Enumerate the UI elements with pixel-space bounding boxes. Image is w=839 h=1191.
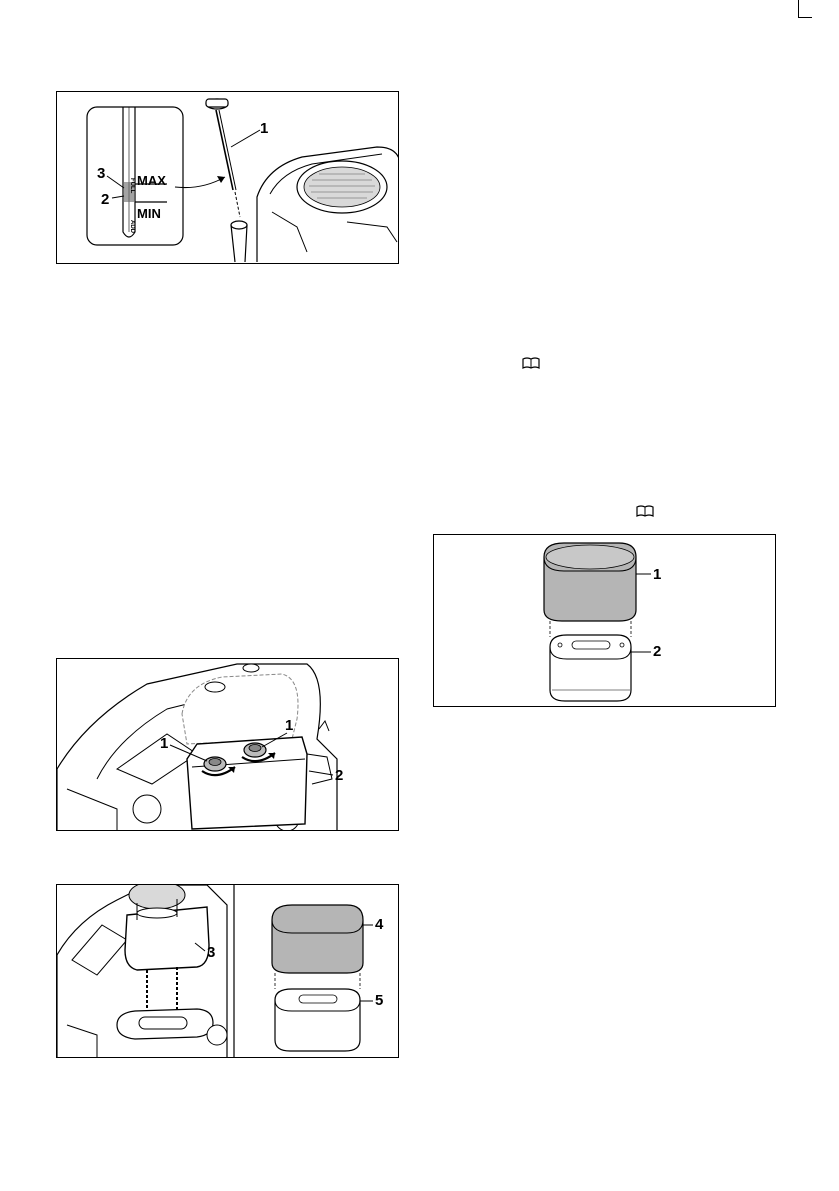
clip-callout-2: 2 [335,767,343,784]
add-label: ADD [129,220,135,234]
figure-air-filter-cover: 1 1 2 [56,658,399,831]
callout-2: 2 [101,191,109,208]
removal-callout-4: 4 [375,916,384,933]
figure-filter-removal: 3 4 5 [56,884,399,1058]
parts-callout-1: 1 [653,566,661,583]
max-label: MAX [137,173,166,188]
dipstick-cap [206,99,228,107]
air-filter-cover-illustration: 1 1 2 [57,659,399,831]
filter-removal-illustration: 3 4 5 [57,885,399,1058]
removal-callout-5: 5 [375,992,383,1009]
dipstick-illustration: MAX MIN FULL ADD 3 2 1 [57,92,399,264]
min-label: MIN [137,206,161,221]
book-icon [522,357,540,369]
book-icon [636,505,654,517]
knob-callout-1-right: 1 [285,717,293,734]
pre-filter-foam [272,905,363,973]
knob-callout-1-left: 1 [160,735,168,752]
figure-dipstick: MAX MIN FULL ADD 3 2 1 [56,91,399,264]
figure-filter-parts: 1 2 [433,534,776,707]
parts-callout-2: 2 [653,643,661,660]
removal-callout-3: 3 [207,944,215,961]
page-corner-mark [798,0,812,18]
full-label: FULL [129,178,135,194]
callout-3: 3 [97,165,105,182]
filter-parts-illustration: 1 2 [434,535,776,707]
dipstick-callout-1: 1 [260,120,268,137]
